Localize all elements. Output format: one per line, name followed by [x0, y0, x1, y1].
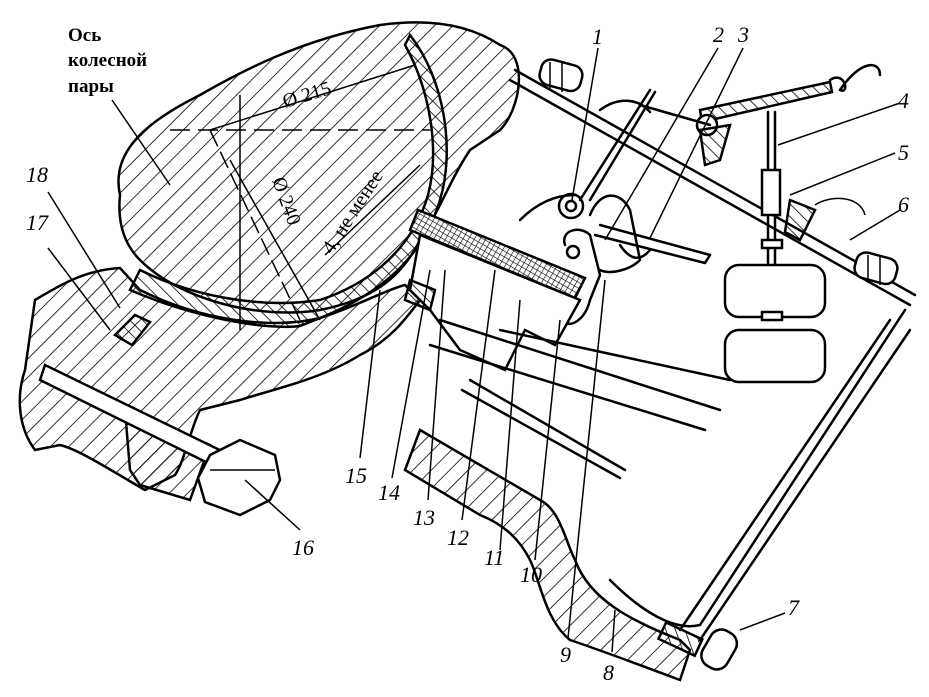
- callout-11: 11: [484, 545, 504, 570]
- callout-8: 8: [603, 660, 614, 685]
- cover-bolt-top: [538, 58, 584, 93]
- callout-7: 7: [788, 595, 800, 620]
- latch-assembly: [518, 88, 712, 326]
- callout-16: 16: [292, 535, 314, 560]
- caption-line-1: Ось: [68, 25, 101, 46]
- callout-17: 17: [26, 210, 49, 235]
- key-18: [112, 313, 152, 347]
- callout-14: 14: [378, 480, 400, 505]
- callout-5: 5: [898, 140, 909, 165]
- cover-bolt-right: [853, 251, 899, 286]
- callout-18: 18: [26, 162, 48, 187]
- bolt-16: [38, 363, 282, 517]
- dimension-lines: [170, 64, 430, 330]
- callout-13: 13: [413, 505, 435, 530]
- callout-9: 9: [560, 642, 571, 667]
- callout-2: 2: [713, 22, 724, 47]
- callout-6: 6: [898, 192, 909, 217]
- housing-shell: [403, 308, 912, 682]
- cover-assembly: [508, 58, 917, 384]
- caption-line-3: пары: [68, 76, 114, 97]
- bolt-7: [656, 620, 739, 671]
- callout-1: 1: [592, 24, 603, 49]
- caption-line-2: колесной: [68, 50, 147, 71]
- callout-15: 15: [345, 463, 367, 488]
- callout-10: 10: [520, 562, 542, 587]
- callout-12: 12: [447, 525, 469, 550]
- callout-3: 3: [737, 22, 749, 47]
- contact-pad-assembly: [403, 208, 732, 480]
- leader-lines: [47, 47, 901, 653]
- callout-4: 4: [898, 88, 909, 113]
